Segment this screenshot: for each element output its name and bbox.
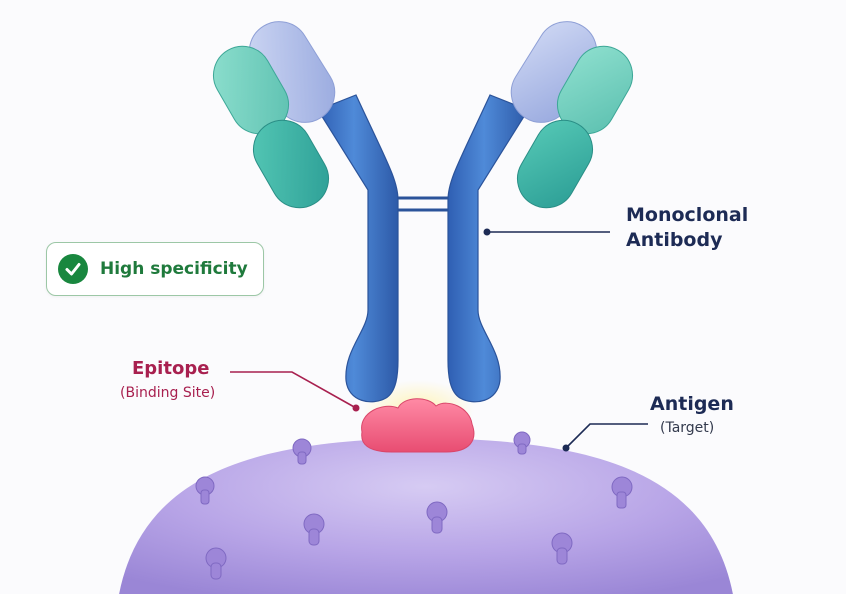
light-chain-right [517,45,633,209]
antigen-sub-label: (Target) [660,420,715,436]
antibody-label-line1: Monoclonal [626,204,749,226]
antigen-label: Antigen [650,393,734,415]
high-specificity-badge: High specificity [46,242,264,296]
antibody-label-line2: Antibody [626,229,723,251]
epitope-callout-line [230,371,357,409]
antigen-cell [119,431,733,594]
checkmark-circle-icon [58,254,88,284]
antigen-surface-proteins [195,431,633,580]
epitope-sub-label: (Binding Site) [120,385,216,401]
badge-label: High specificity [100,259,248,279]
antigen-callout-line [565,423,648,449]
antibody-callout-dot [483,228,491,236]
callout-lines [230,228,648,452]
light-chain-left [213,45,329,209]
monoclonal-antibody [213,21,633,403]
heavy-chain-left [317,94,399,403]
epitope-label: Epitope [132,358,210,379]
heavy-chain-right [447,94,529,403]
epitope-callout-dot [352,404,360,412]
hinge-region [398,196,448,212]
antibody-label: Monoclonal Antibody [626,203,748,253]
antigen-callout-dot [562,444,570,452]
